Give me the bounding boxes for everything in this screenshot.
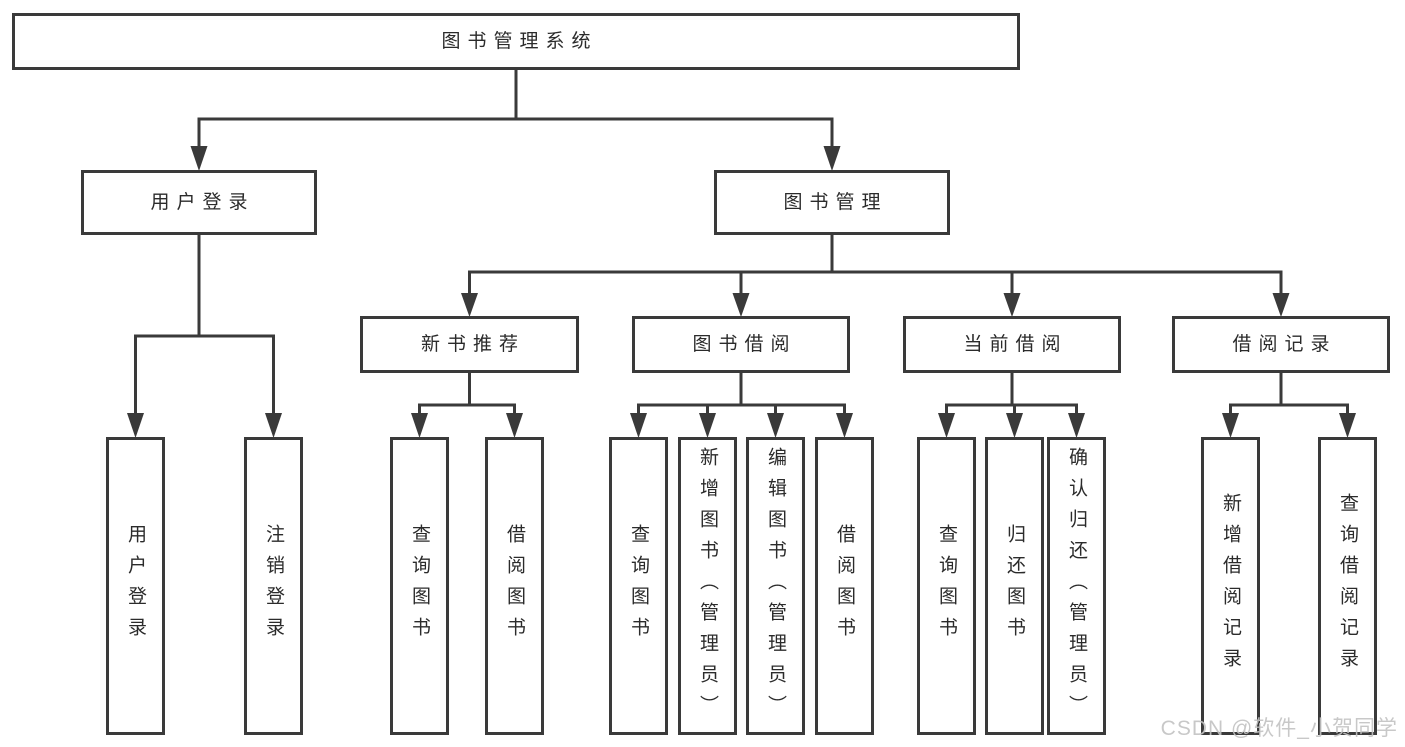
leaf-query-books-borrow-label: 查询图书: [628, 524, 649, 648]
leaf-query-books-current-label: 查询图书: [936, 524, 957, 648]
leaf-add-borrow-record-label: 新增借阅记录: [1220, 493, 1241, 679]
leaf-query-books-borrow: 查询图书: [609, 437, 668, 735]
leaf-return-book-label: 归还图书: [1004, 524, 1025, 648]
leaf-borrow-books-recommend-label: 借阅图书: [504, 524, 525, 648]
leaf-confirm-return-admin: 确认归还（管理员）: [1047, 437, 1106, 735]
leaf-borrow-books-label: 借阅图书: [834, 524, 855, 648]
leaf-query-books-recommend-label: 查询图书: [409, 524, 430, 648]
node-book-management: 图书管理: [714, 170, 950, 235]
leaf-borrow-books-recommend: 借阅图书: [485, 437, 544, 735]
leaf-user-login: 用户登录: [106, 437, 165, 735]
leaf-return-book: 归还图书: [985, 437, 1044, 735]
leaf-user-login-label: 用户登录: [125, 524, 146, 648]
leaf-add-book-admin: 新增图书（管理员）: [678, 437, 737, 735]
node-book-borrow: 图书借阅: [632, 316, 850, 373]
leaf-query-books-recommend: 查询图书: [390, 437, 449, 735]
leaf-query-borrow-record: 查询借阅记录: [1318, 437, 1377, 735]
leaf-add-borrow-record: 新增借阅记录: [1201, 437, 1260, 735]
leaf-add-book-admin-label: 新增图书（管理员）: [697, 446, 718, 726]
node-root: 图书管理系统: [12, 13, 1020, 70]
leaf-logout-label: 注销登录: [263, 524, 284, 648]
leaf-edit-book-admin-label: 编辑图书（管理员）: [765, 446, 786, 726]
node-current-borrow: 当前借阅: [903, 316, 1121, 373]
leaf-query-books-current: 查询图书: [917, 437, 976, 735]
leaf-borrow-books: 借阅图书: [815, 437, 874, 735]
leaf-confirm-return-admin-label: 确认归还（管理员）: [1066, 446, 1087, 726]
node-user-login: 用户登录: [81, 170, 317, 235]
node-new-book-recommend: 新书推荐: [360, 316, 579, 373]
leaf-query-borrow-record-label: 查询借阅记录: [1337, 493, 1358, 679]
leaf-logout: 注销登录: [244, 437, 303, 735]
node-borrow-records: 借阅记录: [1172, 316, 1390, 373]
leaf-edit-book-admin: 编辑图书（管理员）: [746, 437, 805, 735]
